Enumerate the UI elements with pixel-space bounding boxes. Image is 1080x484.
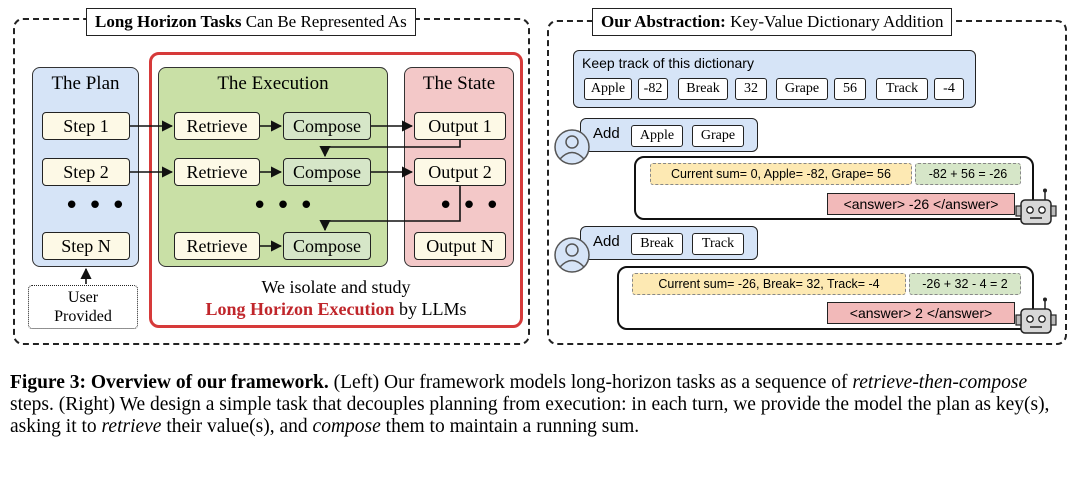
isolate-text: We isolate and study Long Horizon Execut… [205, 277, 467, 319]
figure-caption: Figure 3: Overview of our framework. (Le… [10, 372, 1050, 437]
robot-icon [1015, 188, 1057, 225]
dict-key-grape: Grape [776, 78, 828, 100]
dict-value-break: 32 [735, 78, 767, 100]
dict-key-apple: Apple [584, 78, 632, 100]
execution-dots: ••• [252, 191, 323, 221]
turn1-answer: <answer> -26 </answer> [827, 193, 1015, 215]
turn2-answer: <answer> 2 </answer> [827, 302, 1015, 324]
turn2-key-track: Track [692, 233, 744, 255]
plan-step-2: Step 2 [42, 158, 130, 186]
state-header: The State [422, 73, 496, 94]
dict-key-track: Track [876, 78, 928, 100]
execution-header: The Execution [217, 73, 329, 94]
retrieve-box-1: Retrieve [174, 112, 260, 140]
state-output-n: Output N [414, 232, 506, 260]
user-add-label-2: Add [593, 233, 620, 250]
dictionary-label: Keep track of this dictionary [582, 55, 754, 71]
plan-step-n: Step N [42, 232, 130, 260]
turn2-state-note: Current sum= -26, Break= 32, Track= -4 [632, 273, 906, 295]
dict-value-apple: -82 [638, 78, 668, 100]
isolate-highlight: Long Horizon Execution [205, 299, 395, 319]
caption-label: Figure 3: Overview of our framework. [10, 372, 329, 393]
turn1-compute-note: -82 + 56 = -26 [915, 163, 1021, 185]
turn1-state-note: Current sum= 0, Apple= -82, Grape= 56 [650, 163, 912, 185]
plan-dots: ••• [64, 191, 135, 221]
arrow-output2-composen [319, 186, 461, 232]
user-add-label-1: Add [593, 125, 620, 142]
left-panel-title: Long Horizon Tasks Can Be Represented As [86, 8, 416, 36]
compose-box-n: Compose [283, 232, 371, 260]
user-avatar-icon [554, 237, 590, 273]
retrieve-box-n: Retrieve [174, 232, 260, 260]
robot-icon [1015, 297, 1057, 334]
plan-header: The Plan [51, 73, 120, 94]
dict-key-break: Break [678, 78, 728, 100]
state-output-2: Output 2 [414, 158, 506, 186]
arrow-output1-compose2 [319, 140, 461, 158]
compose-box-2: Compose [283, 158, 371, 186]
compose-box-1: Compose [283, 112, 371, 140]
turn1-key-apple: Apple [631, 125, 683, 147]
dict-value-grape: 56 [834, 78, 866, 100]
plan-step-1: Step 1 [42, 112, 130, 140]
state-dots: ••• [438, 191, 509, 221]
right-panel-title: Our Abstraction: Key-Value Dictionary Ad… [592, 8, 953, 36]
execution-frame [149, 52, 523, 328]
turn1-key-grape: Grape [692, 125, 744, 147]
left-arrows [80, 120, 461, 284]
user-avatar-icon [554, 129, 590, 165]
user-provided-box: User Provided [28, 285, 138, 329]
state-output-1: Output 1 [414, 112, 506, 140]
dict-value-track: -4 [934, 78, 964, 100]
turn2-key-break: Break [631, 233, 683, 255]
turn2-compute-note: -26 + 32 - 4 = 2 [909, 273, 1021, 295]
retrieve-box-2: Retrieve [174, 158, 260, 186]
